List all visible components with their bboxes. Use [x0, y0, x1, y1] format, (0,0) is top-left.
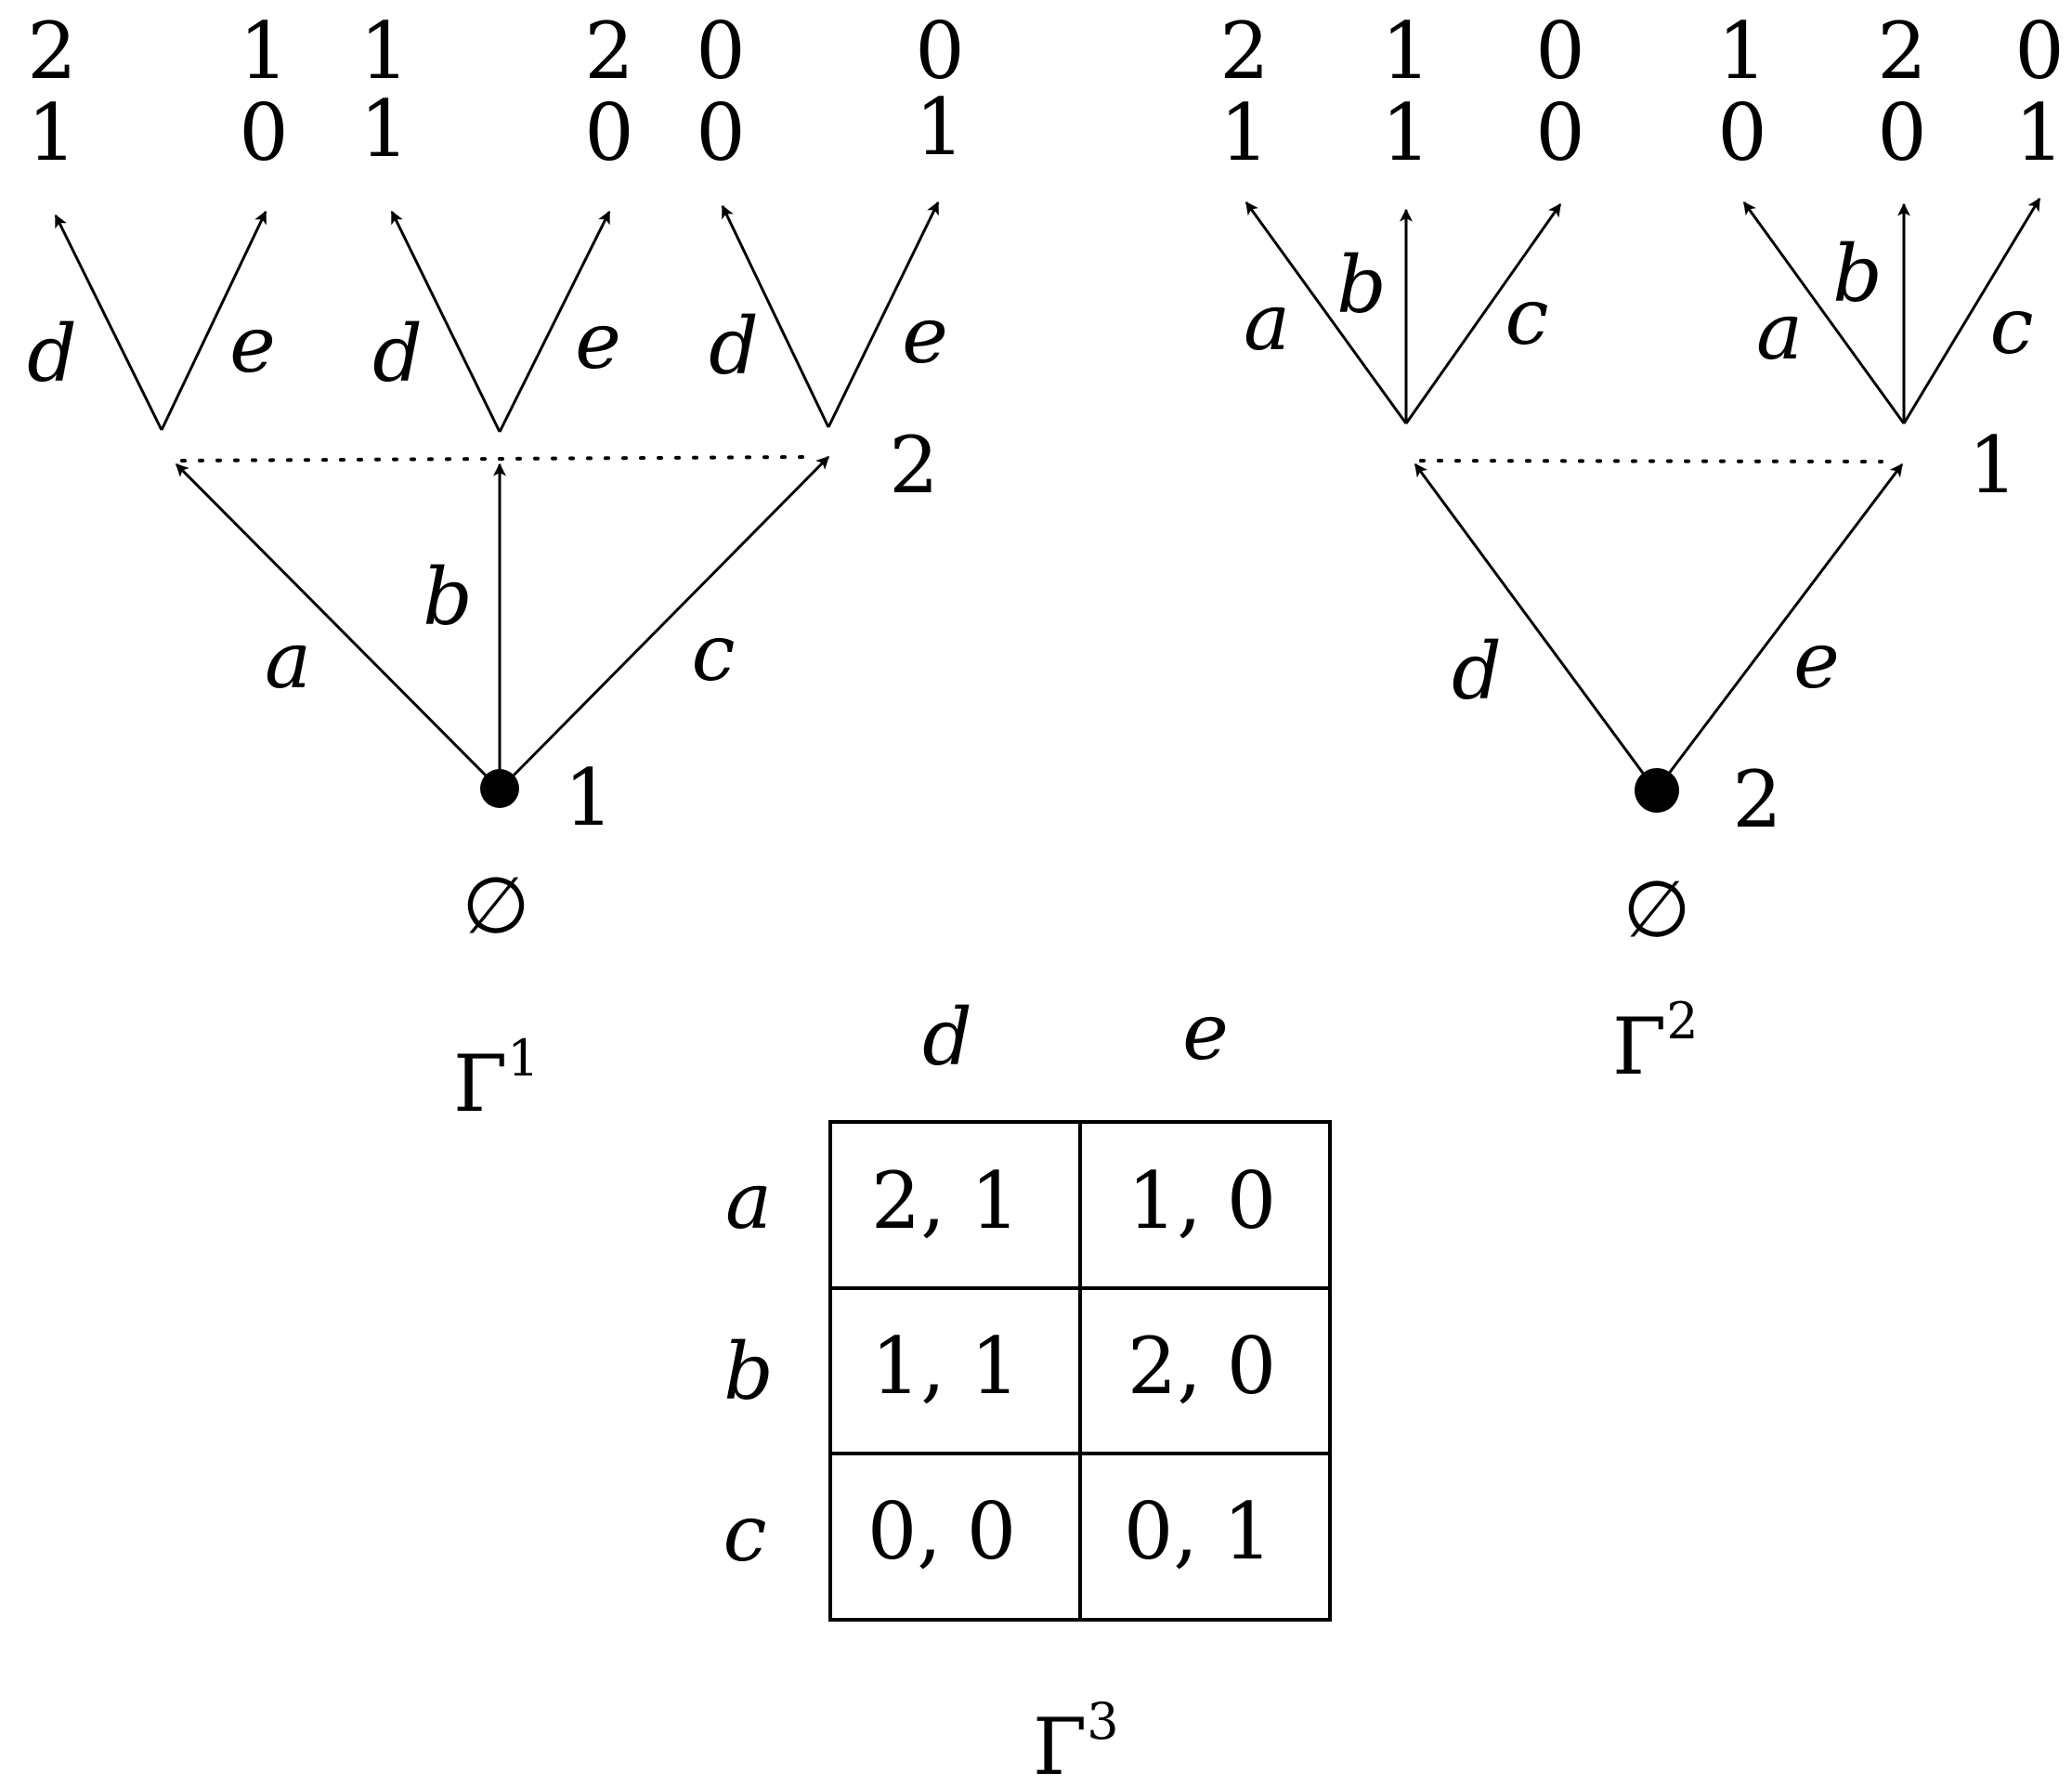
gamma1-edge-e-1 — [160, 210, 267, 431]
gamma3-cell-a-e: 1, 0 — [1127, 1155, 1276, 1246]
gamma1-label-d-2: d — [372, 308, 423, 399]
gamma1-edge-d-1 — [54, 214, 163, 431]
gamma2-payoff-1-top: 2 — [1219, 6, 1269, 97]
gamma1-label-d-3: d — [709, 301, 759, 392]
gamma3-title: Γ3 — [1033, 1692, 1119, 1786]
gamma1-label-e-1: e — [229, 299, 276, 390]
gamma2-payoff-2-bottom: 1 — [1381, 87, 1430, 178]
gamma2-tree: d e a b c a b c 2 1 ∅ 2 1 1 1 0 0 1 0 2 … — [1219, 6, 2064, 1092]
gamma2-label-a-1: a — [1244, 277, 1290, 368]
gamma1-label-e-2: e — [575, 295, 621, 386]
gamma3-cell-b-e: 2, 0 — [1127, 1321, 1276, 1412]
gamma1-payoff-1-bottom: 1 — [27, 87, 76, 178]
gamma2-payoff-5-bottom: 0 — [1877, 87, 1926, 178]
gamma2-label-c-2: c — [1989, 280, 2033, 372]
gamma2-root-player: 2 — [1732, 754, 1781, 845]
gamma3-col-label-d: d — [922, 992, 972, 1083]
gamma2-edge-a-2 — [1742, 201, 1906, 424]
gamma1-edge-c — [500, 455, 830, 789]
gamma1-label-d-1: d — [27, 308, 77, 399]
gamma2-label-d: d — [1452, 626, 1502, 717]
gamma2-edge-d — [1414, 463, 1657, 790]
gamma1-label-c: c — [691, 607, 735, 698]
gamma2-label-a-2: a — [1756, 286, 1803, 377]
gamma2-edge-e — [1655, 463, 1904, 790]
gamma1-payoff-3-top: 1 — [359, 6, 409, 97]
gamma3-cell-c-d: 0, 0 — [867, 1486, 1016, 1577]
gamma1-title: Γ1 — [453, 1029, 540, 1129]
gamma3-row-label-b: b — [723, 1326, 774, 1417]
gamma2-label-b-1: b — [1336, 240, 1387, 331]
gamma2-payoff-4-bottom: 0 — [1717, 87, 1766, 178]
gamma1-payoff-2-bottom: 0 — [239, 87, 288, 178]
gamma2-label-c-1: c — [1505, 271, 1548, 362]
gamma1-payoff-2-top: 1 — [239, 6, 288, 97]
gamma1-tree: a b c d e d e d e 1 2 ∅ 2 1 1 0 1 1 2 0 … — [27, 6, 965, 1129]
gamma1-root-node — [480, 769, 519, 808]
gamma1-root-player: 1 — [564, 752, 613, 843]
gamma3-cell-a-d: 2, 1 — [871, 1155, 1020, 1246]
gamma2-label-e: e — [1793, 615, 1840, 706]
gamma2-payoff-4-top: 1 — [1717, 6, 1766, 97]
gamma1-root-history: ∅ — [462, 860, 529, 951]
gamma2-information-set — [1419, 459, 1883, 463]
gamma1-edge-a — [175, 463, 500, 789]
gamma1-payoff-5-bottom: 0 — [696, 87, 745, 178]
gamma2-payoff-1-bottom: 1 — [1219, 87, 1269, 178]
gamma3-row-label-a: a — [725, 1155, 772, 1246]
gamma1-payoff-1-top: 2 — [27, 6, 76, 97]
gamma1-payoff-3-bottom: 1 — [359, 84, 409, 175]
gamma2-info-set-player: 1 — [1968, 420, 2017, 511]
gamma1-label-a: a — [265, 615, 311, 706]
gamma2-title: Γ2 — [1612, 992, 1699, 1092]
gamma2-root-node — [1635, 768, 1679, 813]
gamma1-payoff-4-bottom: 0 — [584, 87, 633, 178]
gamma1-info-set-player: 2 — [889, 420, 938, 511]
gamma2-payoff-2-top: 1 — [1381, 6, 1430, 97]
gamma3-cell-c-e: 0, 1 — [1124, 1486, 1272, 1577]
gamma1-payoff-6-top: 0 — [915, 6, 964, 97]
gamma2-edge-c-1 — [1404, 202, 1562, 424]
gamma2-payoff-6-top: 0 — [2014, 6, 2064, 97]
gamma1-payoff-6-bottom: 1 — [915, 82, 964, 173]
gamma1-edge-d-3 — [721, 204, 830, 428]
gamma2-payoff-5-top: 2 — [1877, 6, 1926, 97]
gamma1-payoff-4-top: 2 — [584, 6, 633, 97]
gamma1-payoff-5-top: 0 — [696, 6, 745, 97]
gamma3-col-label-e: e — [1182, 986, 1229, 1077]
gamma1-edge-e-3 — [827, 201, 940, 428]
gamma2-payoff-3-bottom: 0 — [1535, 87, 1584, 178]
gamma3-matrix: d e a b c 2, 1 1, 0 1, 1 2, 0 0, 0 0, 1 … — [723, 986, 1332, 1786]
gamma1-edge-e-2 — [498, 210, 611, 433]
gamma1-label-b: b — [423, 552, 473, 643]
gamma3-row-label-c: c — [723, 1488, 766, 1579]
gamma1-edge-d-2 — [390, 210, 502, 433]
gamma2-payoff-6-bottom: 1 — [2014, 87, 2064, 178]
gamma3-cell-b-d: 1, 1 — [871, 1321, 1020, 1412]
gamma1-label-e-3: e — [902, 290, 948, 381]
gamma2-edge-c-2 — [1902, 197, 2041, 424]
gamma2-edge-a-1 — [1245, 201, 1408, 424]
gamma2-root-history: ∅ — [1622, 864, 1690, 955]
gamma1-information-set — [180, 455, 812, 463]
gamma2-label-b-2: b — [1832, 228, 1883, 319]
gamma2-payoff-3-top: 0 — [1535, 6, 1584, 97]
